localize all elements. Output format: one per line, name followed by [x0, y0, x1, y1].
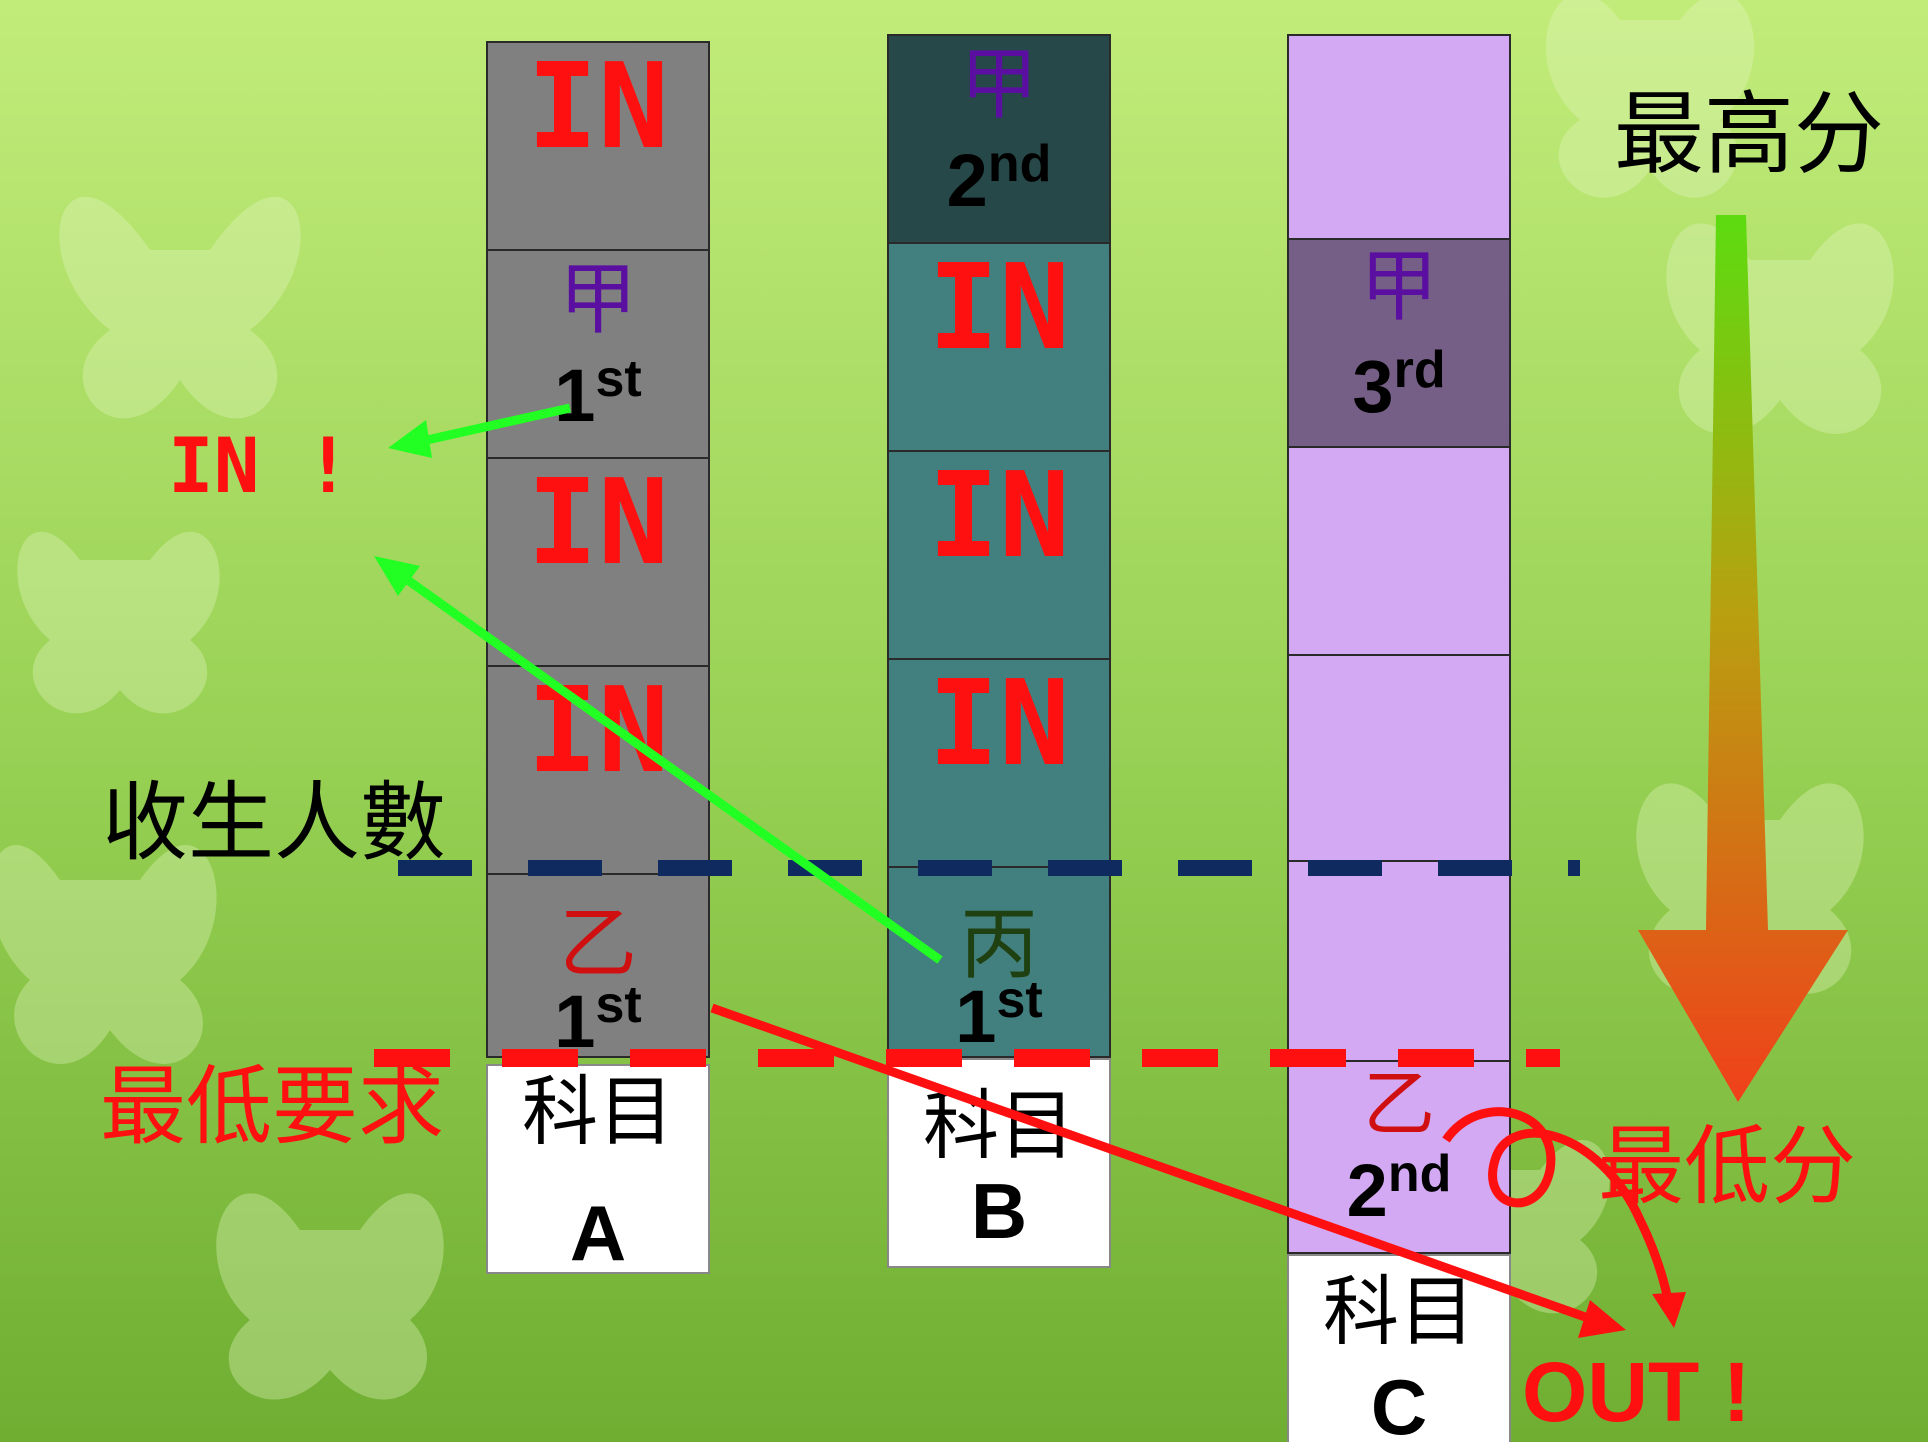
column-b-cell-3: IN	[887, 450, 1111, 658]
subject-letter: C	[1370, 1363, 1428, 1451]
in-label: IN	[927, 238, 1071, 376]
student-char: 甲	[959, 40, 1038, 130]
rank-label: 1st	[554, 350, 642, 437]
student-char: 甲	[1359, 242, 1438, 332]
subject-a-box: 科目 A	[486, 1064, 710, 1274]
subject-c-box: 科目 C	[1287, 1254, 1511, 1446]
quota-label: 收生人數	[102, 773, 446, 873]
rank-label: 2nd	[1346, 1145, 1452, 1232]
subject-label: 科目	[1323, 1267, 1475, 1356]
column-a-cell-3: IN	[486, 457, 710, 665]
in-label: IN	[526, 37, 670, 175]
highest-score-label: 最高分	[1614, 82, 1884, 187]
subject-label: 科目	[522, 1067, 674, 1156]
column-b-cell-1: 甲 2nd	[887, 34, 1111, 242]
in-label: IN	[526, 453, 670, 591]
rank-label: 1st	[554, 976, 642, 1063]
column-c-cell-1	[1287, 34, 1511, 238]
column-c-cell-4	[1287, 654, 1511, 860]
column-c: 甲 3rd 乙 2nd	[1287, 34, 1511, 1254]
in-label: IN	[927, 446, 1071, 584]
column-c-cell-5	[1287, 860, 1511, 1060]
rank-label: 3rd	[1352, 341, 1446, 428]
column-b-cell-5: 丙 1st	[887, 866, 1111, 1058]
student-char: 乙	[1362, 1062, 1435, 1146]
column-b-cell-2: IN	[887, 242, 1111, 450]
student-char: 丙	[959, 900, 1038, 990]
column-a-cell-4: IN	[486, 665, 710, 873]
column-b-cell-4: IN	[887, 658, 1111, 866]
in-exclaim-label: IN !	[168, 421, 352, 510]
column-c-cell-2: 甲 3rd	[1287, 238, 1511, 446]
column-a-cell-2: 甲 1st	[486, 249, 710, 457]
subject-b-box: 科目 B	[887, 1058, 1111, 1268]
column-c-cell-6: 乙 2nd	[1287, 1060, 1511, 1254]
minimum-requirement-label: 最低要求	[100, 1057, 444, 1157]
column-a-cell-5: 乙 1st	[486, 873, 710, 1063]
lowest-score-label: 最低分	[1598, 1117, 1856, 1217]
column-b: 甲 2nd IN IN IN 丙 1st	[887, 34, 1111, 1058]
student-char: 甲	[558, 255, 637, 345]
subject-letter: B	[970, 1167, 1028, 1255]
column-a: IN 甲 1st IN IN 乙 1st	[486, 41, 710, 1063]
rank-label: 1st	[955, 971, 1043, 1058]
out-label: OUT !	[1522, 1345, 1751, 1439]
in-label: IN	[927, 654, 1071, 792]
subject-label: 科目	[923, 1081, 1075, 1170]
column-a-cell-1: IN	[486, 41, 710, 249]
column-c-cell-3	[1287, 446, 1511, 654]
subject-letter: A	[569, 1189, 627, 1277]
in-label: IN	[526, 661, 670, 799]
rank-label: 2nd	[946, 135, 1052, 222]
student-char: 乙	[558, 899, 637, 989]
